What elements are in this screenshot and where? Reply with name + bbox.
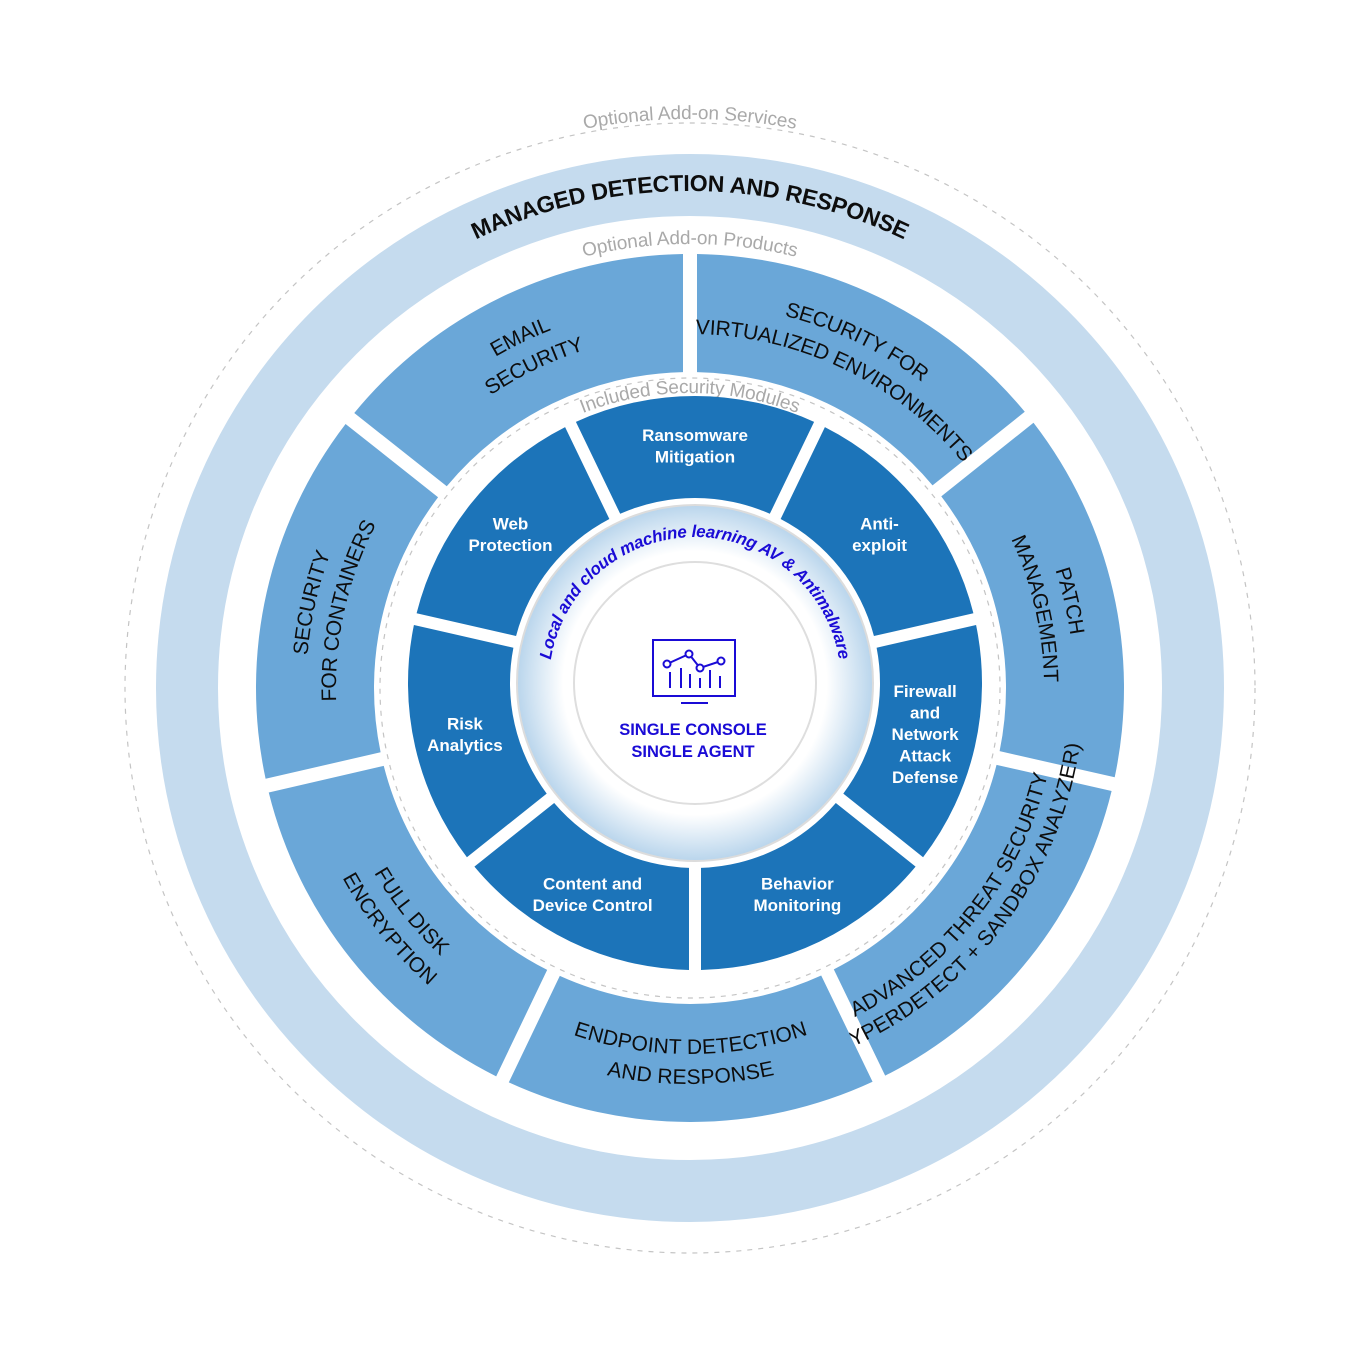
monitor-chart-icon <box>652 639 736 704</box>
product-segment[interactable] <box>354 254 683 487</box>
module-label-line: Monitoring <box>753 896 841 915</box>
module-segment[interactable] <box>474 802 689 970</box>
center-disc <box>573 561 817 805</box>
product-segment[interactable] <box>941 422 1124 778</box>
module-label-line: Network <box>892 725 960 744</box>
optional-services-label: Optional Add-on Services <box>581 103 798 134</box>
managed-detection-response-ring <box>156 154 1224 1222</box>
module-label-line: Device Control <box>533 896 653 915</box>
module-label-line: Risk <box>447 714 483 733</box>
security-modules-ring: RansomwareMitigationAnti-exploitFirewall… <box>407 396 983 970</box>
product-segment[interactable] <box>508 975 873 1122</box>
module-label-line: and <box>910 703 940 722</box>
module-segment[interactable] <box>780 427 974 637</box>
product-segment[interactable] <box>697 254 1025 486</box>
module-label-line: Behavior <box>761 874 834 893</box>
product-segment[interactable] <box>255 423 439 779</box>
modules-dashed-ring <box>379 377 1001 999</box>
module-label-line: Protection <box>468 536 552 555</box>
module-label-line: Content and <box>543 874 642 893</box>
module-segment[interactable] <box>701 802 916 970</box>
product-segment[interactable] <box>268 765 548 1077</box>
module-label-line: Defense <box>892 768 958 787</box>
module-segment[interactable] <box>843 625 983 858</box>
optional-products-label: Optional Add-on Products <box>580 228 800 262</box>
module-anti-exploit[interactable]: Anti-exploit <box>780 427 974 637</box>
product-segment[interactable] <box>833 764 1112 1076</box>
outer-dashed-ring <box>124 122 1256 1254</box>
module-segment[interactable] <box>575 396 815 514</box>
module-segment[interactable] <box>416 427 610 637</box>
module-label-line: Firewall <box>893 682 956 701</box>
module-segment[interactable] <box>407 625 547 858</box>
module-label-line: Anti- <box>860 515 899 534</box>
module-label-line: Analytics <box>427 736 503 755</box>
center-label-line2: SINGLE AGENT <box>631 743 754 761</box>
module-label-line: Attack <box>899 746 952 765</box>
module-label-line: exploit <box>852 536 907 555</box>
module-label-line: Mitigation <box>655 447 735 466</box>
module-label-line: Web <box>493 515 529 534</box>
center-label-line1: SINGLE CONSOLE <box>619 721 767 739</box>
module-label-line: Ransomware <box>642 426 748 445</box>
